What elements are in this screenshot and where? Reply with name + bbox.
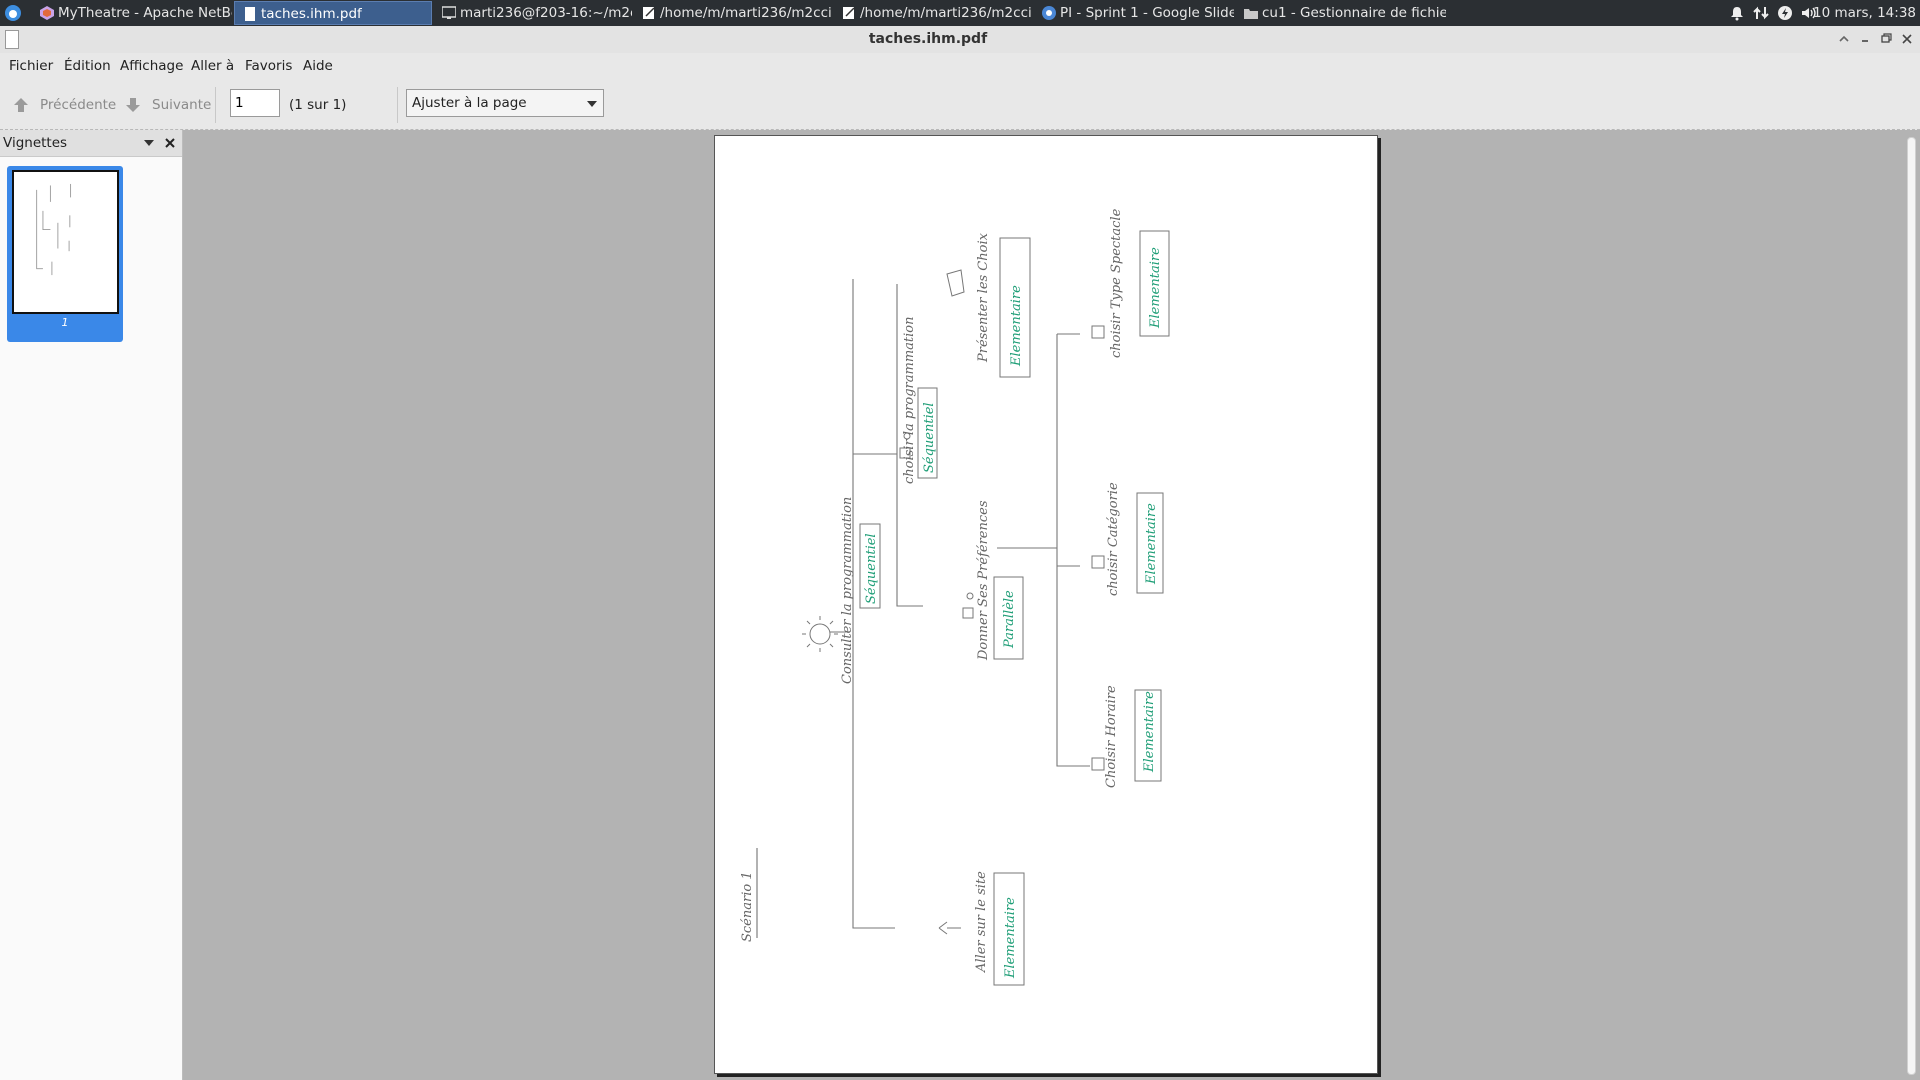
menu-aller-a[interactable]: Aller à xyxy=(191,58,235,74)
root-operator-label: Séquentiel xyxy=(864,533,879,604)
minimize-icon xyxy=(1862,40,1868,42)
zoom-select[interactable]: Ajuster à la page xyxy=(406,89,604,117)
next-page-button[interactable]: Suivante xyxy=(124,94,211,116)
netbeans-icon xyxy=(40,6,54,20)
type-task-label: choisir Type Spectacle xyxy=(1109,208,1124,358)
task-terminal[interactable]: marti236@f203-16:~/m2cci-... xyxy=(434,1,632,25)
prefs-task-label: Donner Ses Préférences xyxy=(976,500,991,661)
root-task-label: Consulter la programmation xyxy=(840,497,855,684)
next-page-label: Suivante xyxy=(152,97,212,113)
toolbar-separator xyxy=(215,87,216,123)
task-label: MyTheatre - Apache NetBea... xyxy=(58,5,232,21)
prefs-operator-label: Parallèle xyxy=(1002,590,1017,649)
present-task-label: Présenter les Choix xyxy=(976,232,991,363)
pdf-document-icon xyxy=(245,7,255,21)
menu-aide[interactable]: Aide xyxy=(303,58,333,74)
power-icon[interactable] xyxy=(1777,5,1793,21)
scrollbar-thumb[interactable] xyxy=(1907,137,1916,1075)
page-number-input[interactable] xyxy=(230,89,280,117)
thumbnails-sidebar: Vignettes 1 xyxy=(0,130,183,1080)
task-editor-2[interactable]: /home/m/marti236/m2cci-19... xyxy=(834,1,1032,25)
menu-affichage[interactable]: Affichage xyxy=(120,58,184,74)
menu-bar: Fichier Édition Affichage Aller à Favori… xyxy=(0,53,1920,79)
hours-operator-label: Elementaire xyxy=(1142,691,1157,773)
hours-task-label: Choisir Horaire xyxy=(1104,685,1119,788)
notification-bell-icon[interactable] xyxy=(1729,5,1745,21)
system-taskbar: MyTheatre - Apache NetBea... taches.ihm.… xyxy=(0,0,1920,26)
text-editor-icon xyxy=(643,7,655,19)
thumbnail-diagram xyxy=(36,183,72,276)
document-viewport[interactable]: Scénario 1 Consulter la programmation Sé… xyxy=(183,130,1920,1080)
task-label: marti236@f203-16:~/m2cci-... xyxy=(460,5,632,21)
close-button[interactable] xyxy=(1899,32,1915,46)
menu-fichier[interactable]: Fichier xyxy=(9,58,54,74)
arrow-up-icon xyxy=(1839,35,1849,42)
site-operator-label: Elementaire xyxy=(1003,897,1018,979)
arrow-down-icon xyxy=(126,98,140,112)
arrow-up-icon xyxy=(14,98,28,112)
page-count-label: (1 sur 1) xyxy=(289,97,347,113)
operator-boxes xyxy=(859,230,1170,986)
restore-icon xyxy=(1881,33,1892,43)
toolbar-separator xyxy=(397,87,398,123)
tree-connectors xyxy=(830,279,1090,929)
type-operator-label: Elementaire xyxy=(1148,247,1163,329)
system-clock[interactable]: 10 mars, 14:38 xyxy=(1813,5,1916,21)
task-label: cu1 - Gestionnaire de fichiers xyxy=(1262,5,1446,21)
chevron-down-icon[interactable] xyxy=(142,137,156,149)
volume-icon[interactable] xyxy=(1801,5,1817,21)
close-icon[interactable] xyxy=(163,136,177,150)
window-titlebar[interactable]: taches.ihm.pdf xyxy=(0,26,1920,53)
window-title: taches.ihm.pdf xyxy=(868,31,988,47)
category-operator-label: Elementaire xyxy=(1144,503,1159,585)
choose-task-label: choisir la programmation xyxy=(902,317,917,485)
menu-edition[interactable]: Édition xyxy=(64,58,111,74)
present-operator-label: Elementaire xyxy=(1009,285,1024,367)
folder-icon xyxy=(1244,9,1258,19)
zoom-select-value: Ajuster à la page xyxy=(412,95,527,111)
document-icon xyxy=(5,30,19,49)
scenario-label: Scénario 1 xyxy=(740,871,755,942)
task-label: PI - Sprint 1 - Google Slides -... xyxy=(1060,5,1234,21)
task-netbeans[interactable]: MyTheatre - Apache NetBea... xyxy=(32,1,232,25)
task-label: /home/m/marti236/m2cci-19... xyxy=(860,5,1032,21)
diagram-labels: Scénario 1 Consulter la programmation Sé… xyxy=(740,208,1163,979)
menu-favoris[interactable]: Favoris xyxy=(245,58,293,74)
thumbnail-page-number: 1 xyxy=(61,316,69,329)
page-thumbnail[interactable]: 1 xyxy=(7,166,123,342)
network-transfer-icon[interactable] xyxy=(1753,5,1769,21)
thumbnail-preview xyxy=(12,170,119,314)
sidebar-title: Vignettes xyxy=(3,135,68,151)
chrome-icon xyxy=(1042,6,1056,20)
task-tree-diagram: Scénario 1 Consulter la programmation Sé… xyxy=(740,208,1170,986)
pdf-page: Scénario 1 Consulter la programmation Sé… xyxy=(714,135,1378,1074)
task-label: taches.ihm.pdf xyxy=(261,6,362,22)
text-editor-icon xyxy=(843,7,855,19)
keep-above-button[interactable] xyxy=(1836,32,1852,46)
terminal-icon xyxy=(442,6,456,19)
task-editor-1[interactable]: /home/m/marti236/m2cci-19... xyxy=(634,1,832,25)
vertical-scrollbar[interactable] xyxy=(1905,134,1917,1077)
previous-page-label: Précédente xyxy=(40,97,117,113)
sun-icon xyxy=(802,616,838,652)
minimize-button[interactable] xyxy=(1857,32,1873,46)
task-pdf-viewer[interactable]: taches.ihm.pdf xyxy=(234,1,432,25)
task-label: /home/m/marti236/m2cci-19... xyxy=(660,5,832,21)
category-task-label: choisir Catégorie xyxy=(1106,482,1121,596)
task-file-manager[interactable]: cu1 - Gestionnaire de fichiers xyxy=(1236,1,1446,25)
site-task-label: Aller sur le site xyxy=(974,871,989,973)
start-menu-icon[interactable] xyxy=(4,4,22,22)
toolbar: Précédente Suivante (1 sur 1) Ajuster à … xyxy=(0,79,1920,130)
interaction-task-icon xyxy=(899,269,1105,935)
choose-operator-label: Séquentiel xyxy=(922,402,937,473)
close-icon xyxy=(1902,34,1912,44)
maximize-button[interactable] xyxy=(1878,32,1894,46)
chevron-down-icon xyxy=(587,101,597,107)
task-google-slides[interactable]: PI - Sprint 1 - Google Slides -... xyxy=(1034,1,1234,25)
sidebar-header: Vignettes xyxy=(0,130,182,157)
previous-page-button[interactable]: Précédente xyxy=(12,94,116,116)
